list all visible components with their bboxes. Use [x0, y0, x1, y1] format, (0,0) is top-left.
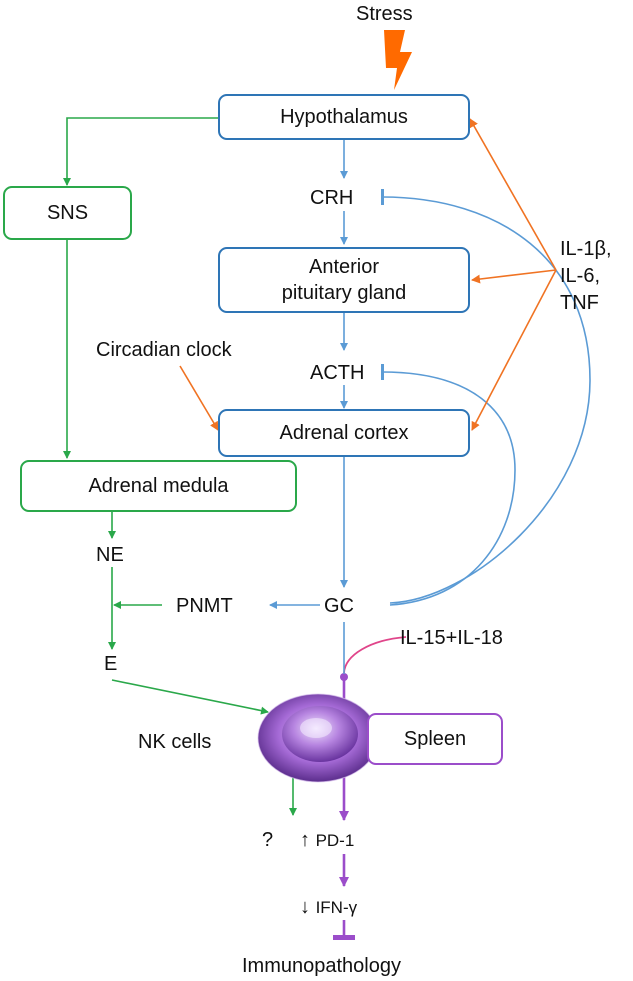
pd1-text: PD-1 — [315, 831, 355, 850]
il15-il18-link — [343, 636, 407, 674]
nk-cells-label: NK cells — [138, 731, 212, 753]
circadian-clock-label: Circadian clock — [96, 339, 232, 361]
hypothalamus-box: Hypothalamus — [218, 94, 470, 140]
acth-label: ACTH — [310, 362, 365, 384]
cytokine-il1b: IL-1β, — [560, 238, 612, 260]
adrenal-cortex-box: Adrenal cortex — [218, 409, 470, 457]
e-label: E — [104, 653, 118, 675]
cytokine-arrows — [179, 118, 557, 431]
gc-feedback-to-crh — [380, 188, 591, 604]
unknown-outcome-label: ? — [262, 829, 274, 851]
il15-il18-label: IL-15+IL-18 — [400, 627, 503, 649]
lightning-bolt-icon — [384, 30, 412, 90]
ne-label: NE — [96, 544, 124, 566]
pituitary-label-line2: pituitary gland — [281, 282, 407, 304]
cytokine-tnf: TNF — [560, 292, 599, 314]
immunopathology-label: Immunopathology — [242, 955, 401, 977]
pd1-label: ↑ PD-1 — [300, 828, 354, 853]
gc-label: GC — [324, 595, 354, 617]
ifn-gamma-text: IFN-γ — [315, 898, 358, 917]
spleen-box: Spleen — [367, 713, 503, 765]
crh-label: CRH — [310, 187, 354, 209]
pnmt-label: PNMT — [176, 595, 233, 617]
cytokine-il6: IL-6, — [560, 265, 601, 287]
anterior-pituitary-box: Anterior pituitary gland — [218, 247, 470, 313]
cytokines-label: IL-1β, IL-6, TNF — [560, 236, 612, 317]
gc-feedback-to-acth — [380, 363, 516, 606]
sns-box: SNS — [3, 186, 132, 240]
down-arrow-icon: ↓ — [300, 896, 310, 918]
pituitary-label-line1: Anterior — [308, 256, 380, 278]
up-arrow-icon: ↑ — [300, 829, 310, 851]
adrenal-medula-box: Adrenal medula — [20, 460, 297, 512]
ifn-gamma-label: ↓ IFN-γ — [300, 895, 357, 920]
hpa-axis-arrows — [269, 140, 348, 609]
nk-cell-icon — [257, 693, 379, 783]
sympathetic-arrows — [63, 117, 297, 816]
stress-label: Stress — [356, 3, 413, 25]
